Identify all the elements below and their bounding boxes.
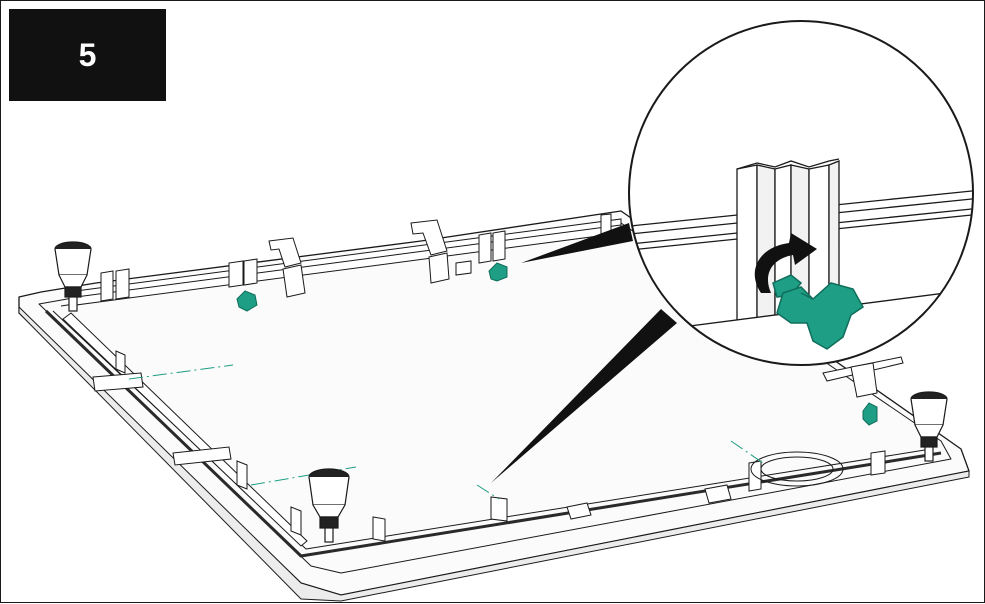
step-number: 5 xyxy=(78,36,97,73)
alignment-lines xyxy=(128,364,764,500)
drain-ring xyxy=(750,451,844,487)
adjustable-foot-icon xyxy=(54,241,948,543)
wing-knob-detail xyxy=(772,274,864,350)
step-badge: 5 xyxy=(9,9,166,101)
callout-leaders xyxy=(491,223,677,483)
front-rail-fittings xyxy=(372,450,886,542)
detail-magnifier xyxy=(628,20,974,366)
right-corner xyxy=(822,356,904,398)
wing-knob-icon xyxy=(236,262,878,426)
left-rail xyxy=(62,312,308,547)
rotate-arrow-icon xyxy=(754,233,817,293)
